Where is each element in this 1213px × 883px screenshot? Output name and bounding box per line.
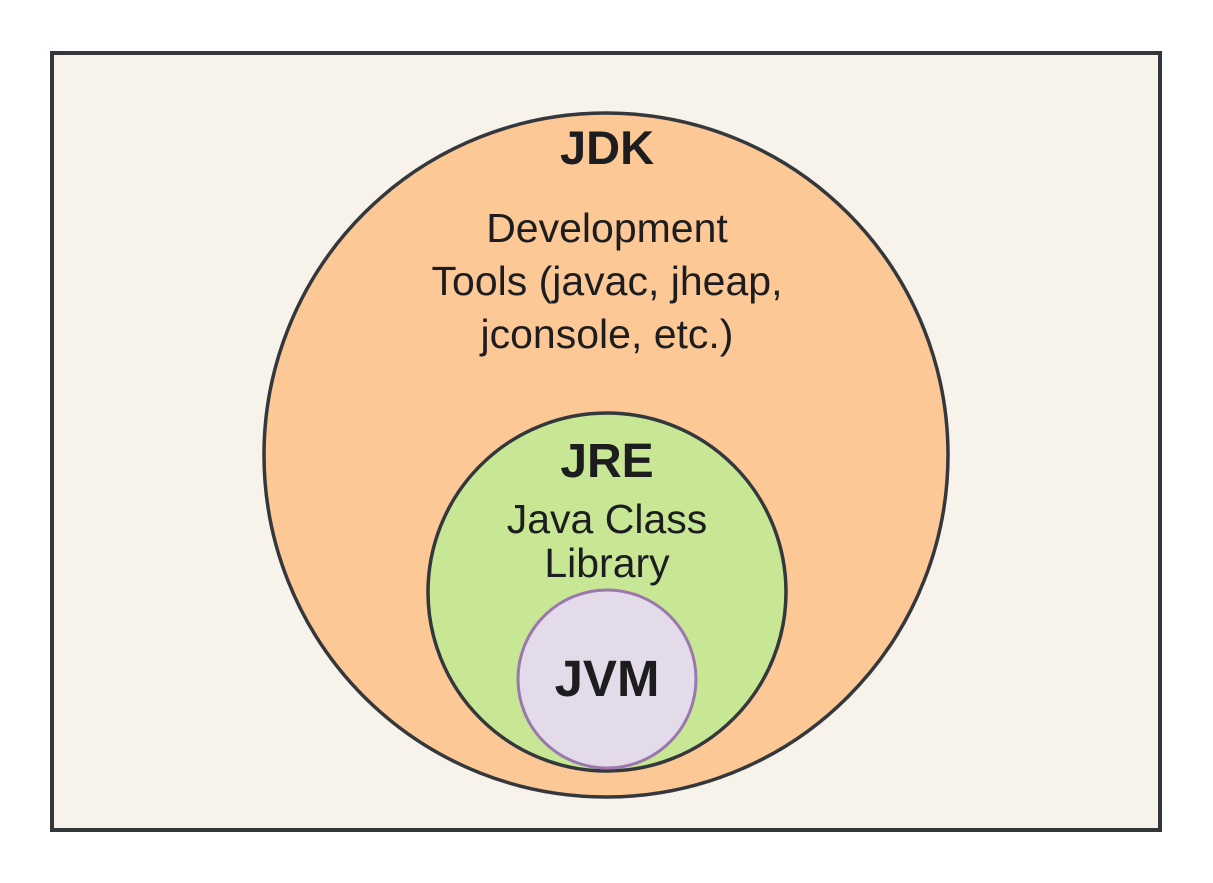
jvm-label: JVM <box>555 650 660 707</box>
jdk-description-line-1: Development <box>486 205 728 251</box>
jdk-description-line-2: Tools (javac, jheap, <box>432 258 783 304</box>
jre-label: JRE <box>560 435 653 488</box>
jre-description-line-2: Library <box>544 540 670 586</box>
jdk-label: JDK <box>560 121 654 174</box>
jre-description-line-1: Java Class <box>507 496 708 542</box>
jdk-description-line-3: jconsole, etc.) <box>480 311 734 357</box>
jvm-circle <box>516 588 698 770</box>
